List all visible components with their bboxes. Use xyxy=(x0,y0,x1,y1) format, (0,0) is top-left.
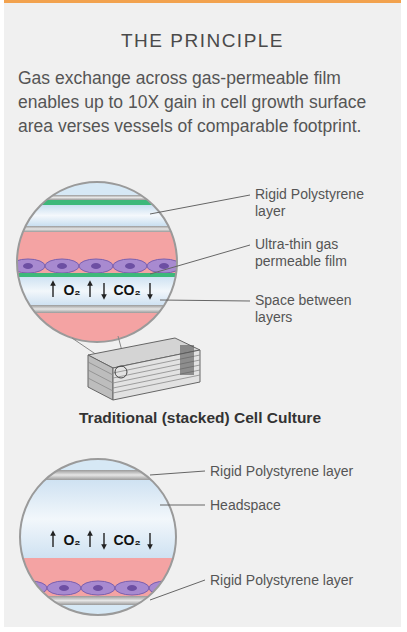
zoom-circle xyxy=(10,180,190,345)
circle-outline xyxy=(17,182,177,342)
gas-arrows xyxy=(53,283,150,297)
leader-lines xyxy=(150,195,250,301)
gas-label: CO₂ xyxy=(107,532,147,548)
part-label: Rigid Polystyrene layer xyxy=(210,463,400,480)
part-label: Space between layers xyxy=(255,292,375,326)
leader-lines xyxy=(150,471,205,600)
circle-outline xyxy=(20,459,176,615)
gas-label: O₂ xyxy=(58,532,86,548)
section-heading: Traditional (stacked) Cell Culture xyxy=(30,408,370,427)
part-label: Rigid Polystyrene layer xyxy=(210,572,400,589)
part-label: Headspace xyxy=(210,497,360,514)
gas-arrows xyxy=(53,533,150,547)
panel xyxy=(4,0,401,627)
flask-device xyxy=(72,336,200,400)
gas-label: CO₂ xyxy=(107,282,147,298)
accent-bar xyxy=(4,0,401,3)
part-label: Rigid Polystyrene layer xyxy=(255,186,395,220)
gas-label: O₂ xyxy=(58,282,86,298)
title: THE PRINCIPLE xyxy=(4,30,401,52)
intro-text: Gas exchange across gas-permeable film e… xyxy=(18,66,396,138)
part-label: Ultra-thin gas permeable film xyxy=(255,236,400,270)
